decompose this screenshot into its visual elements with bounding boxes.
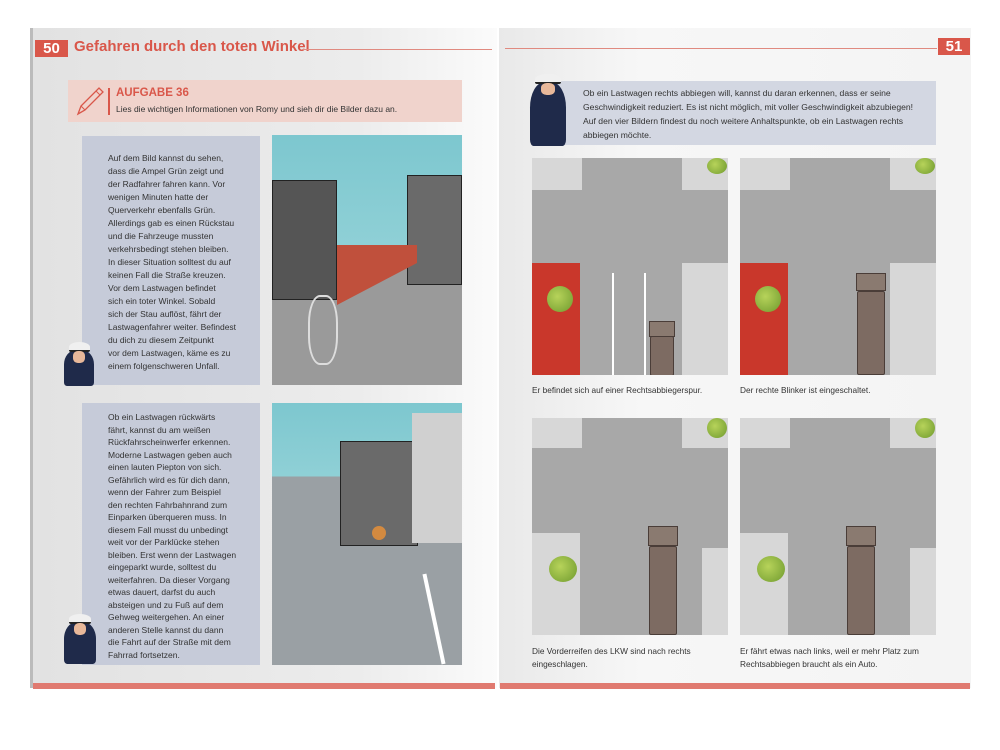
panel-text-line: die Fahrt auf der Straße mit dem bbox=[108, 637, 231, 647]
panel-text-line: verkehrsbedingt stehen bleiben. bbox=[108, 244, 229, 254]
panel-text-line: etwas dauert, darfst du auch bbox=[108, 587, 216, 597]
divider bbox=[505, 48, 937, 49]
task-instruction: Lies die wichtigen Informationen von Rom… bbox=[116, 104, 398, 114]
info-panel-1: Auf dem Bild kannst du sehen, dass die Am… bbox=[82, 136, 260, 385]
panel-text-line: der Radfahrer fahren kann. Vor bbox=[108, 179, 226, 189]
swing-left-image bbox=[740, 418, 936, 635]
panel-text-line: Moderne Lastwagen geben auch bbox=[108, 449, 232, 460]
panel-text-line: keinen Fall die Straße kreuzen. bbox=[108, 270, 226, 280]
info-panel-right: Ob ein Lastwagen rechts abbiegen will, k… bbox=[545, 81, 936, 145]
scene-truck-front-image bbox=[272, 135, 462, 385]
panel-text-line: eingeparkt wurde, solltest du bbox=[108, 562, 217, 572]
page-number-left: 50 bbox=[35, 40, 68, 57]
panel-text-line: und die Fahrzeuge mussten bbox=[108, 231, 214, 241]
panel-text-line: fährt, kannst du am weißen bbox=[108, 424, 211, 435]
panel-text-line: Fahrrad fortsetzen. bbox=[108, 649, 180, 660]
panel-text-line: einen lauten Piepton von sich. bbox=[108, 462, 222, 472]
caption-4: Er fährt etwas nach links, weil er mehr … bbox=[740, 646, 919, 669]
panel-text-line: wenigen Minuten hatte der bbox=[108, 192, 209, 202]
info-panel-2: Ob ein Lastwagen rückwärts fährt, kannst … bbox=[82, 403, 260, 665]
panel-text-line: weiterfahren. Da dieser Vorgang bbox=[108, 574, 230, 585]
panel-text-line: Auf dem Bild kannst du sehen, bbox=[108, 153, 224, 163]
panel-text-line: Einparken überqueren muss. In bbox=[108, 512, 227, 522]
police-officer-illustration bbox=[64, 614, 96, 664]
panel-text-line: anderen Stelle kannst du dann bbox=[108, 624, 224, 635]
panel-text-line: Rückfahrscheinwerfer erkennen. bbox=[108, 437, 231, 447]
page-edge-right bbox=[500, 683, 970, 689]
police-officer-illustration bbox=[64, 342, 94, 386]
panel-text-line: Vor dem Lastwagen befindet bbox=[108, 283, 216, 293]
caption-3: Die Vorderreifen des LKW sind nach recht… bbox=[532, 646, 691, 669]
panel-text-line: Lastwagenfahrer weiter. Befindest bbox=[108, 322, 237, 332]
task-box: AUFGABE 36 Lies die wichtigen Informatio… bbox=[68, 80, 462, 122]
panel-text-line: vor dem Lastwagen, käme es zu bbox=[108, 348, 231, 358]
panel-text-line: den rechten Fahrbahnrand zum bbox=[108, 499, 228, 510]
divider bbox=[302, 49, 492, 50]
pencil-icon bbox=[76, 87, 104, 116]
panel-text-line: Querverkehr ebenfalls Grün. bbox=[108, 205, 216, 215]
panel-text-line: du dich zu diesem Zeitpunkt bbox=[108, 335, 214, 345]
turn-lane-image bbox=[532, 158, 728, 375]
panel-text-line: Gefährlich wird es für dich dann, bbox=[108, 474, 230, 485]
task-label: AUFGABE 36 bbox=[116, 87, 189, 99]
panel-text-line: bleiben. Erst wenn der Lastwagen bbox=[108, 549, 237, 560]
panel-text-line: diesem Fall musst du unbedingt bbox=[108, 524, 229, 535]
task-accent-bar bbox=[108, 88, 110, 115]
blinker-image bbox=[740, 158, 936, 375]
page-edge-left bbox=[33, 683, 495, 689]
caption-2: Der rechte Blinker ist eingeschaltet. bbox=[740, 385, 871, 395]
caption-1: Er befindet sich auf einer Rechtsabbiege… bbox=[532, 385, 703, 395]
panel-text-line: weit vor der Parklücke stehen bbox=[108, 537, 220, 547]
panel-text-line: In dieser Situation solltest du auf bbox=[108, 257, 231, 267]
scene-truck-reversing-image bbox=[272, 403, 462, 665]
panel-text-line: wenn der Fahrer zum Beispiel bbox=[108, 487, 221, 497]
page-number-right: 51 bbox=[938, 38, 970, 55]
panel-text-line: sich der Stau auflöst, fährt der bbox=[108, 309, 222, 319]
page-title: Gefahren durch den toten Winkel bbox=[74, 38, 310, 55]
panel-text-line: dass die Ampel Grün zeigt und bbox=[108, 166, 224, 176]
front-wheels-image bbox=[532, 418, 728, 635]
panel-text-line: Gehweg weitergehen. An einer bbox=[108, 612, 225, 622]
police-officer-illustration bbox=[530, 74, 566, 146]
panel-text-line: Ob ein Lastwagen rückwärts bbox=[108, 412, 216, 422]
panel-text-line: Allerdings gab es einen Rückstau bbox=[108, 218, 235, 228]
panel-text-line: einem folgenschweren Unfall. bbox=[108, 361, 220, 371]
panel-text-line: sich ein toter Winkel. Sobald bbox=[108, 296, 216, 306]
panel-text-line: absteigen und zu Fuß auf dem bbox=[108, 599, 224, 610]
